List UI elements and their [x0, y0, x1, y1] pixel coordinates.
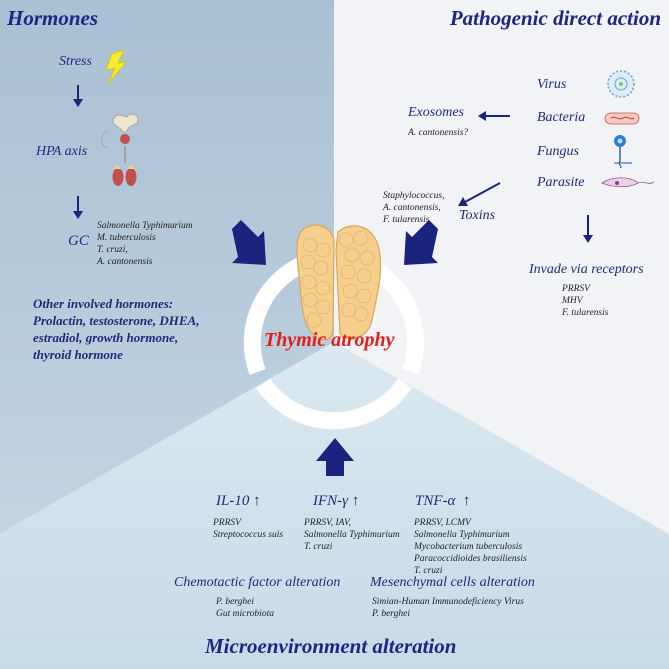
invade-example: F. tularensis — [562, 308, 609, 318]
parasite-icon — [601, 177, 655, 188]
tnfa-example: T. cruzi — [414, 566, 443, 576]
small-arrows — [73, 85, 593, 243]
chemotactic-example: Gut microbiota — [216, 609, 274, 619]
bacteria-icon — [604, 112, 640, 125]
hormones-to-center-arrow — [232, 220, 266, 265]
ifng-example: Salmonella Typhimurium — [304, 530, 400, 540]
hpa-axis-label: HPA axis — [36, 144, 88, 159]
tnfa-up-arrow: ↑ — [462, 493, 471, 509]
other-hormones-line: Prolactin, testosterone, DHEA, — [33, 313, 200, 328]
il10-label: IL-10 ↑ — [216, 493, 261, 510]
mesenchymal-example: P. berghei — [372, 609, 410, 619]
pathogenic-region — [334, 0, 669, 534]
pathogen-parasite-label: Parasite — [537, 175, 585, 190]
pathogen-fungus-label: Fungus — [537, 144, 579, 159]
pathogen-bacteria-label: Bacteria — [537, 110, 586, 125]
tnfa-example: PRRSV, LCMV — [414, 518, 471, 528]
fungus-icon — [614, 135, 632, 169]
micro-title: Microenvironment alteration — [205, 634, 457, 658]
il10-up-arrow: ↑ — [253, 493, 261, 509]
gc-example: T. cruzi, — [97, 245, 128, 255]
thymic-atrophy-label: Thymic atrophy — [264, 329, 395, 351]
hormones-title: Hormones — [7, 6, 99, 30]
gc-label: GC — [68, 233, 89, 249]
other-hormones-line: Other involved hormones: — [33, 296, 174, 311]
invade-label: Invade via receptors — [529, 262, 644, 277]
tnfa-example: Salmonella Typhimurium — [414, 530, 510, 540]
tnfa-example: Mycobacterium tuberculosis — [414, 542, 523, 552]
ifng-up-arrow: ↑ — [351, 493, 360, 509]
il10-example: Streptococcus suis — [213, 530, 284, 540]
other-hormones-text: Other involved hormones: Prolactin, test… — [33, 295, 199, 363]
mesenchymal-label: Mesenchymal cells alteration — [370, 575, 535, 590]
ifng-examples: PRRSV, IAV, Salmonella Typhimurium T. cr… — [304, 517, 400, 553]
chemotactic-examples: P. berghei Gut microbiota — [216, 596, 274, 620]
pathogenic-title: Pathogenic direct action — [449, 6, 661, 30]
ifng-example: T. cruzi — [304, 542, 333, 552]
lightning-icon — [105, 49, 127, 85]
mesenchymal-examples: Simian-Human Immunodeficiency Virus P. b… — [372, 596, 524, 620]
toxins-example: Staphylococcus, — [383, 191, 445, 201]
micro-to-center-arrow — [316, 438, 354, 476]
il10-name: IL-10 — [216, 493, 250, 509]
stress-label: Stress — [59, 54, 92, 69]
tnfa-name: TNF-α — [415, 493, 456, 509]
tnfa-example: Paracoccidioides brasiliensis — [414, 554, 527, 564]
gc-example: Salmonella Typhimurium — [97, 221, 193, 231]
tnfa-examples: PRRSV, LCMV Salmonella Typhimurium Mycob… — [414, 517, 527, 577]
other-hormones-line: thyroid hormone — [33, 347, 123, 362]
virus-icon — [607, 70, 635, 98]
gc-example: A. cantonensis — [97, 257, 153, 267]
exosomes-label: Exosomes — [408, 105, 464, 120]
hypothalamus-pituitary-icon — [101, 114, 139, 163]
invade-example: PRRSV — [562, 284, 590, 294]
mesenchymal-example: Simian-Human Immunodeficiency Virus — [372, 597, 524, 607]
tnfa-label: TNF-α ↑ — [415, 493, 470, 510]
ifng-example: PRRSV, IAV, — [304, 518, 351, 528]
microenvironment-region — [0, 342, 669, 669]
chemotactic-example: P. berghei — [216, 597, 254, 607]
thymus-icon — [296, 224, 382, 341]
chemotactic-label: Chemotactic factor alteration — [174, 575, 341, 590]
exosomes-example: A. cantonensis? — [408, 128, 469, 138]
big-arrows — [232, 220, 438, 476]
toxins-label: Toxins — [459, 208, 496, 223]
invade-examples: PRRSV MHV F. tularensis — [562, 283, 608, 319]
toxins-examples: Staphylococcus, A. cantonensis, F. tular… — [383, 190, 444, 226]
toxins-example: A. cantonensis, — [383, 203, 441, 213]
adrenal-glands-icon — [112, 165, 137, 186]
gc-example: M. tuberculosis — [97, 233, 156, 243]
other-hormones-line: estradiol, growth hormone, — [33, 330, 179, 345]
il10-examples: PRRSV Streptococcus suis — [213, 517, 283, 541]
pathogenic-to-center-arrow — [404, 220, 438, 265]
hormones-region — [0, 0, 334, 534]
ifng-label: IFN-γ ↑ — [313, 493, 359, 510]
il10-example: PRRSV — [213, 518, 241, 528]
gc-examples: Salmonella Typhimurium M. tuberculosis T… — [97, 220, 193, 268]
pathogen-virus-label: Virus — [537, 77, 567, 92]
invade-example: MHV — [562, 296, 583, 306]
ifng-name: IFN-γ — [313, 493, 349, 509]
toxins-example: F. tularensis — [383, 215, 430, 225]
